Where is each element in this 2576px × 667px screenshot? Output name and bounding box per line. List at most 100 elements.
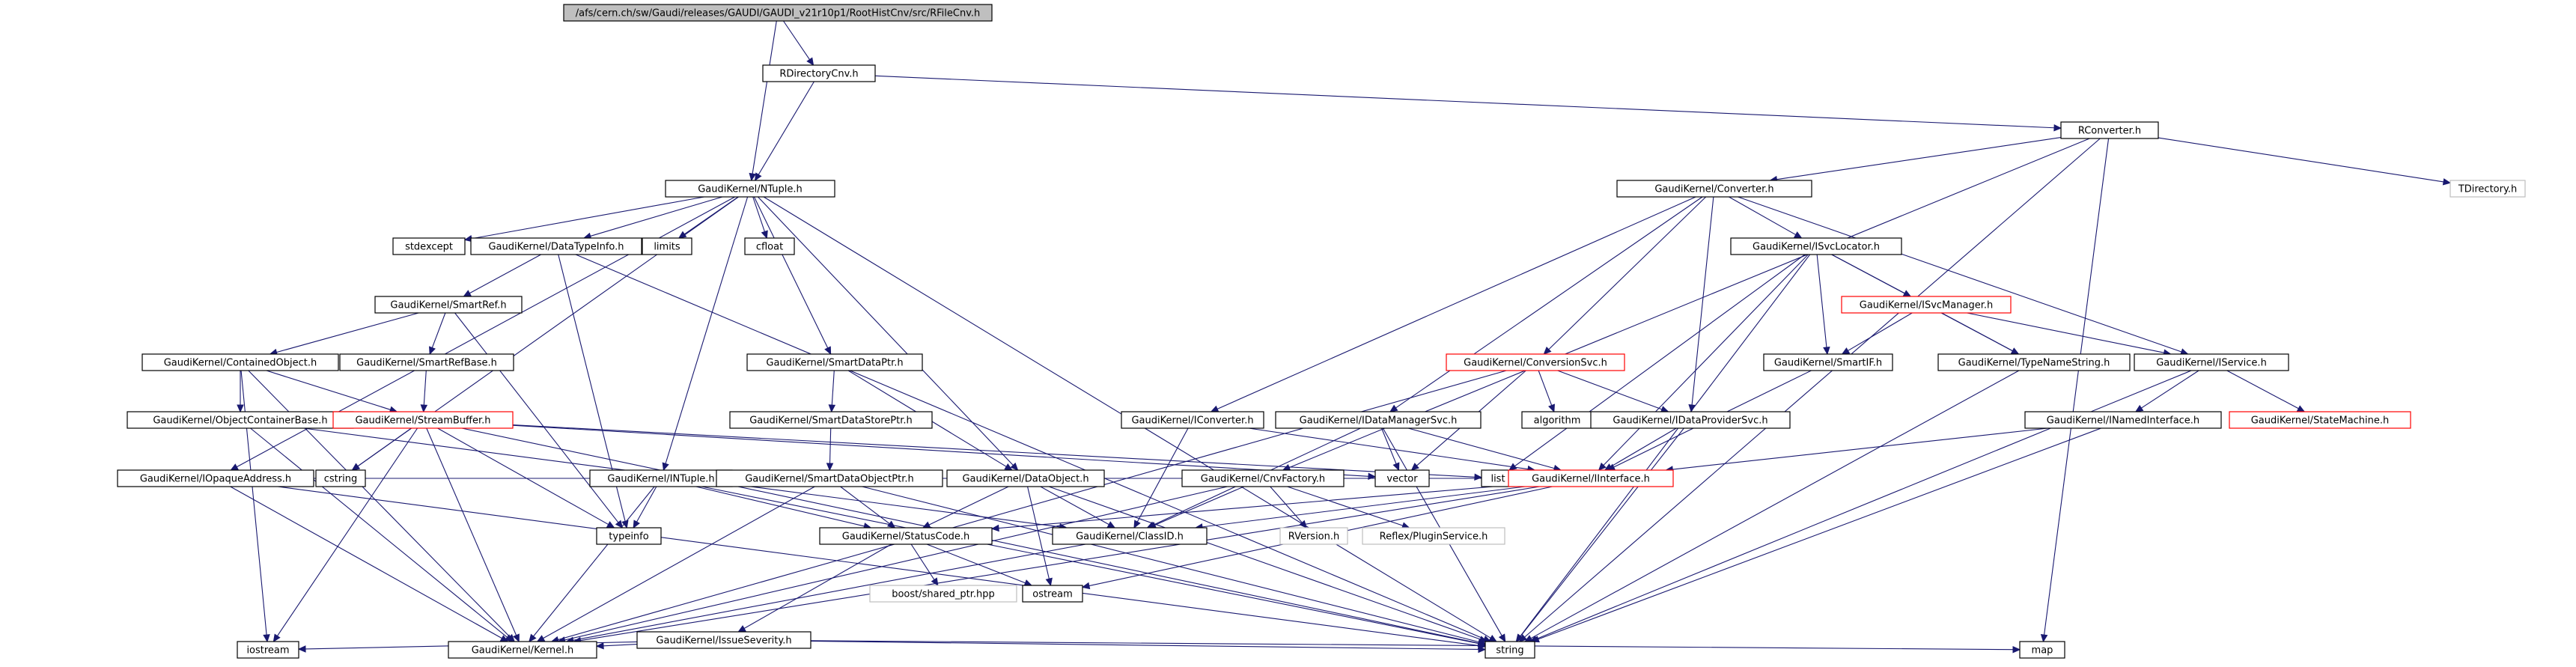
node-box-iostream[interactable] bbox=[237, 641, 299, 659]
node-smartdataobjectptr[interactable]: GaudiKernel/SmartDataObjectPtr.h bbox=[716, 469, 943, 487]
node-cfloat[interactable]: cfloat bbox=[744, 237, 795, 255]
node-ntuple[interactable]: GaudiKernel/NTuple.h bbox=[665, 180, 835, 198]
node-kernel[interactable]: GaudiKernel/Kernel.h bbox=[448, 641, 597, 659]
node-box-rconv[interactable] bbox=[2060, 121, 2159, 139]
node-vector[interactable]: vector bbox=[1374, 469, 1430, 487]
node-rdircnv[interactable]: RDirectoryCnv.h bbox=[762, 64, 876, 82]
node-box-smartdatastoreptr[interactable] bbox=[729, 411, 933, 429]
node-datatypeinfo[interactable]: GaudiKernel/DataTypeInfo.h bbox=[470, 237, 642, 255]
node-box-containedobject[interactable] bbox=[141, 353, 339, 371]
node-stdexcept[interactable]: stdexcept bbox=[392, 237, 466, 255]
node-iinterface[interactable]: GaudiKernel/IInterface.h bbox=[1508, 469, 1674, 487]
node-reflexplugin[interactable]: Reflex/PluginService.h bbox=[1362, 527, 1505, 545]
node-box-string[interactable] bbox=[1485, 641, 1535, 659]
node-box-iconverter[interactable] bbox=[1121, 411, 1264, 429]
node-smartif[interactable]: GaudiKernel/SmartIF.h bbox=[1763, 353, 1893, 371]
node-idatamanagersvc[interactable]: GaudiKernel/IDataManagerSvc.h bbox=[1275, 411, 1482, 429]
node-box-isvclocator[interactable] bbox=[1730, 237, 1902, 255]
node-iostream[interactable]: iostream bbox=[237, 641, 299, 659]
node-box-vector[interactable] bbox=[1374, 469, 1430, 487]
node-cstring[interactable]: cstring bbox=[315, 469, 366, 487]
node-idataprovidersvc[interactable]: GaudiKernel/IDataProviderSvc.h bbox=[1590, 411, 1791, 429]
node-box-cstring[interactable] bbox=[315, 469, 366, 487]
node-classid[interactable]: GaudiKernel/ClassID.h bbox=[1052, 527, 1208, 545]
node-limits[interactable]: limits bbox=[642, 237, 692, 255]
node-rconv[interactable]: RConverter.h bbox=[2060, 121, 2159, 139]
node-box-dataobject[interactable] bbox=[946, 469, 1105, 487]
node-ostream[interactable]: ostream bbox=[1022, 585, 1083, 603]
node-box-iservice[interactable] bbox=[2134, 353, 2289, 371]
node-boostshared[interactable]: boost/shared_ptr.hpp bbox=[869, 585, 1017, 603]
node-box-reflexplugin[interactable] bbox=[1362, 527, 1505, 545]
node-rversion[interactable]: RVersion.h bbox=[1279, 527, 1348, 545]
node-isvcmanager[interactable]: GaudiKernel/ISvcManager.h bbox=[1841, 296, 2012, 314]
node-smartref[interactable]: GaudiKernel/SmartRef.h bbox=[374, 296, 523, 314]
node-box-converter[interactable] bbox=[1616, 180, 1812, 198]
edge-statuscode-to-ostream bbox=[926, 543, 1026, 584]
node-issueseverity[interactable]: GaudiKernel/IssueSeverity.h bbox=[636, 631, 812, 649]
node-box-classid[interactable] bbox=[1052, 527, 1208, 545]
node-box-iopaqueaddress[interactable] bbox=[117, 469, 314, 487]
node-iopaqueaddress[interactable]: GaudiKernel/IOpaqueAddress.h bbox=[117, 469, 314, 487]
node-box-smartdataptr[interactable] bbox=[746, 353, 923, 371]
node-iservice[interactable]: GaudiKernel/IService.h bbox=[2134, 353, 2289, 371]
node-box-iinterface[interactable] bbox=[1508, 469, 1674, 487]
node-box-rdircnv[interactable] bbox=[762, 64, 876, 82]
node-box-typeinfo[interactable] bbox=[596, 527, 662, 545]
node-streambuffer[interactable]: GaudiKernel/StreamBuffer.h bbox=[332, 411, 514, 429]
node-objcontainerbase[interactable]: GaudiKernel/ObjectContainerBase.h bbox=[127, 411, 354, 429]
node-box-idatamanagersvc[interactable] bbox=[1275, 411, 1482, 429]
node-inamedinterface[interactable]: GaudiKernel/INamedInterface.h bbox=[2024, 411, 2222, 429]
node-statemachine[interactable]: GaudiKernel/StateMachine.h bbox=[2229, 411, 2411, 429]
node-box-statuscode[interactable] bbox=[819, 527, 993, 545]
node-algorithm[interactable]: algorithm bbox=[1521, 411, 1593, 429]
node-box-isvcmanager[interactable] bbox=[1841, 296, 2012, 314]
node-box-tdir[interactable] bbox=[2449, 180, 2526, 198]
node-box-statemachine[interactable] bbox=[2229, 411, 2411, 429]
node-dataobject[interactable]: GaudiKernel/DataObject.h bbox=[946, 469, 1105, 487]
node-box-conversionsvc[interactable] bbox=[1446, 353, 1625, 371]
node-smartdataptr[interactable]: GaudiKernel/SmartDataPtr.h bbox=[746, 353, 923, 371]
node-smartrefbase[interactable]: GaudiKernel/SmartRefBase.h bbox=[339, 353, 514, 371]
node-box-smartref[interactable] bbox=[374, 296, 523, 314]
node-box-ntuple[interactable] bbox=[665, 180, 835, 198]
node-smartdatastoreptr[interactable]: GaudiKernel/SmartDataStorePtr.h bbox=[729, 411, 933, 429]
node-box-datatypeinfo[interactable] bbox=[470, 237, 642, 255]
node-box-smartdataobjectptr[interactable] bbox=[716, 469, 943, 487]
node-box-streambuffer[interactable] bbox=[332, 411, 514, 429]
node-containedobject[interactable]: GaudiKernel/ContainedObject.h bbox=[141, 353, 339, 371]
node-box-idataprovidersvc[interactable] bbox=[1590, 411, 1791, 429]
node-typeinfo[interactable]: typeinfo bbox=[596, 527, 662, 545]
node-cnvfactory[interactable]: GaudiKernel/CnvFactory.h bbox=[1181, 469, 1345, 487]
node-tdir[interactable]: TDirectory.h bbox=[2449, 180, 2526, 198]
node-box-map[interactable] bbox=[2019, 641, 2065, 659]
node-iconverter[interactable]: GaudiKernel/IConverter.h bbox=[1121, 411, 1264, 429]
node-intuple[interactable]: GaudiKernel/INTuple.h bbox=[589, 469, 733, 487]
node-map[interactable]: map bbox=[2019, 641, 2065, 659]
node-box-issueseverity[interactable] bbox=[636, 631, 812, 649]
node-root[interactable]: /afs/cern.ch/sw/Gaudi/releases/GAUDI/GAU… bbox=[563, 4, 993, 22]
node-conversionsvc[interactable]: GaudiKernel/ConversionSvc.h bbox=[1446, 353, 1625, 371]
node-box-ostream[interactable] bbox=[1022, 585, 1083, 603]
node-box-cfloat[interactable] bbox=[744, 237, 795, 255]
node-statuscode[interactable]: GaudiKernel/StatusCode.h bbox=[819, 527, 993, 545]
node-box-cnvfactory[interactable] bbox=[1181, 469, 1345, 487]
node-box-smartrefbase[interactable] bbox=[339, 353, 514, 371]
node-box-typenamestring[interactable] bbox=[1937, 353, 2131, 371]
node-converter[interactable]: GaudiKernel/Converter.h bbox=[1616, 180, 1812, 198]
node-string[interactable]: string bbox=[1485, 641, 1535, 659]
node-box-kernel[interactable] bbox=[448, 641, 597, 659]
node-list[interactable]: list bbox=[1481, 469, 1515, 487]
node-box-inamedinterface[interactable] bbox=[2024, 411, 2222, 429]
node-box-boostshared[interactable] bbox=[869, 585, 1017, 603]
edge-cnvfactory-to-reflexplugin bbox=[1287, 486, 1404, 526]
node-box-rversion[interactable] bbox=[1279, 527, 1348, 545]
arrowhead-dataobject-to-ostream bbox=[1045, 577, 1053, 587]
node-isvclocator[interactable]: GaudiKernel/ISvcLocator.h bbox=[1730, 237, 1902, 255]
edge-iinterface-to-classid bbox=[1202, 486, 1526, 528]
node-typenamestring[interactable]: GaudiKernel/TypeNameString.h bbox=[1937, 353, 2131, 371]
node-box-root[interactable] bbox=[563, 4, 993, 22]
node-box-smartif[interactable] bbox=[1763, 353, 1893, 371]
node-box-limits[interactable] bbox=[642, 237, 692, 255]
node-box-stdexcept[interactable] bbox=[392, 237, 466, 255]
